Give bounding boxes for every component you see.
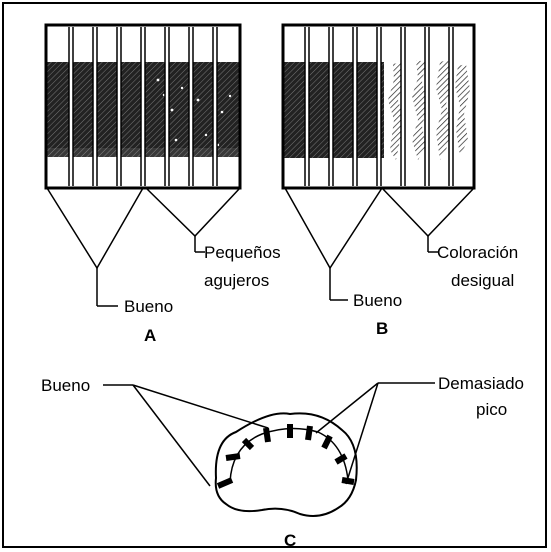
panel-a: Pequeños agujeros Bueno A <box>44 23 281 345</box>
panel-b-dark-band <box>284 62 384 158</box>
panel-a-label-good: Bueno <box>124 297 173 316</box>
panel-a-strip-edges <box>68 27 218 186</box>
panel-b-pointer-lines <box>284 187 475 301</box>
panel-c-teeth <box>216 424 355 489</box>
panel-c-pointer-lines <box>103 382 435 487</box>
panel-a-label-holes-line1: Pequeños <box>204 243 281 262</box>
panel-b-uneven-band-3 <box>436 60 452 160</box>
panel-c-letter: C <box>284 531 296 550</box>
panel-a-strip-gaps <box>69 27 217 186</box>
panel-a-strip-block <box>44 23 242 190</box>
panel-a-letter: A <box>144 326 156 345</box>
panel-b-label-good: Bueno <box>353 291 402 310</box>
panel-b-uneven-band-2 <box>412 60 428 160</box>
panel-b-strip-gaps <box>305 27 453 186</box>
panel-b-label-uneven-line1: Coloración <box>437 243 518 262</box>
panel-a-small-holes <box>156 78 232 147</box>
panel-b-uneven-band-4 <box>455 64 470 156</box>
panel-b-strip-block <box>281 23 476 190</box>
panel-b-uneven-band-1 <box>388 62 404 160</box>
panel-c-label-too-peak-line1: Demasiado <box>438 374 524 393</box>
panel-b: Coloración desigual Bueno B <box>281 23 518 338</box>
panel-c: Bueno Demasiado pico C <box>41 374 524 550</box>
panel-b-frame <box>281 23 476 190</box>
panel-c-label-too-peak-line2: pico <box>476 400 507 419</box>
panel-b-strip-edges <box>304 27 454 186</box>
panel-a-pointer-lines <box>46 187 241 307</box>
panel-b-letter: B <box>376 319 388 338</box>
panel-b-label-uneven-line2: desigual <box>451 271 514 290</box>
panel-a-label-holes-line2: agujeros <box>204 271 269 290</box>
panel-c-label-good: Bueno <box>41 376 90 395</box>
